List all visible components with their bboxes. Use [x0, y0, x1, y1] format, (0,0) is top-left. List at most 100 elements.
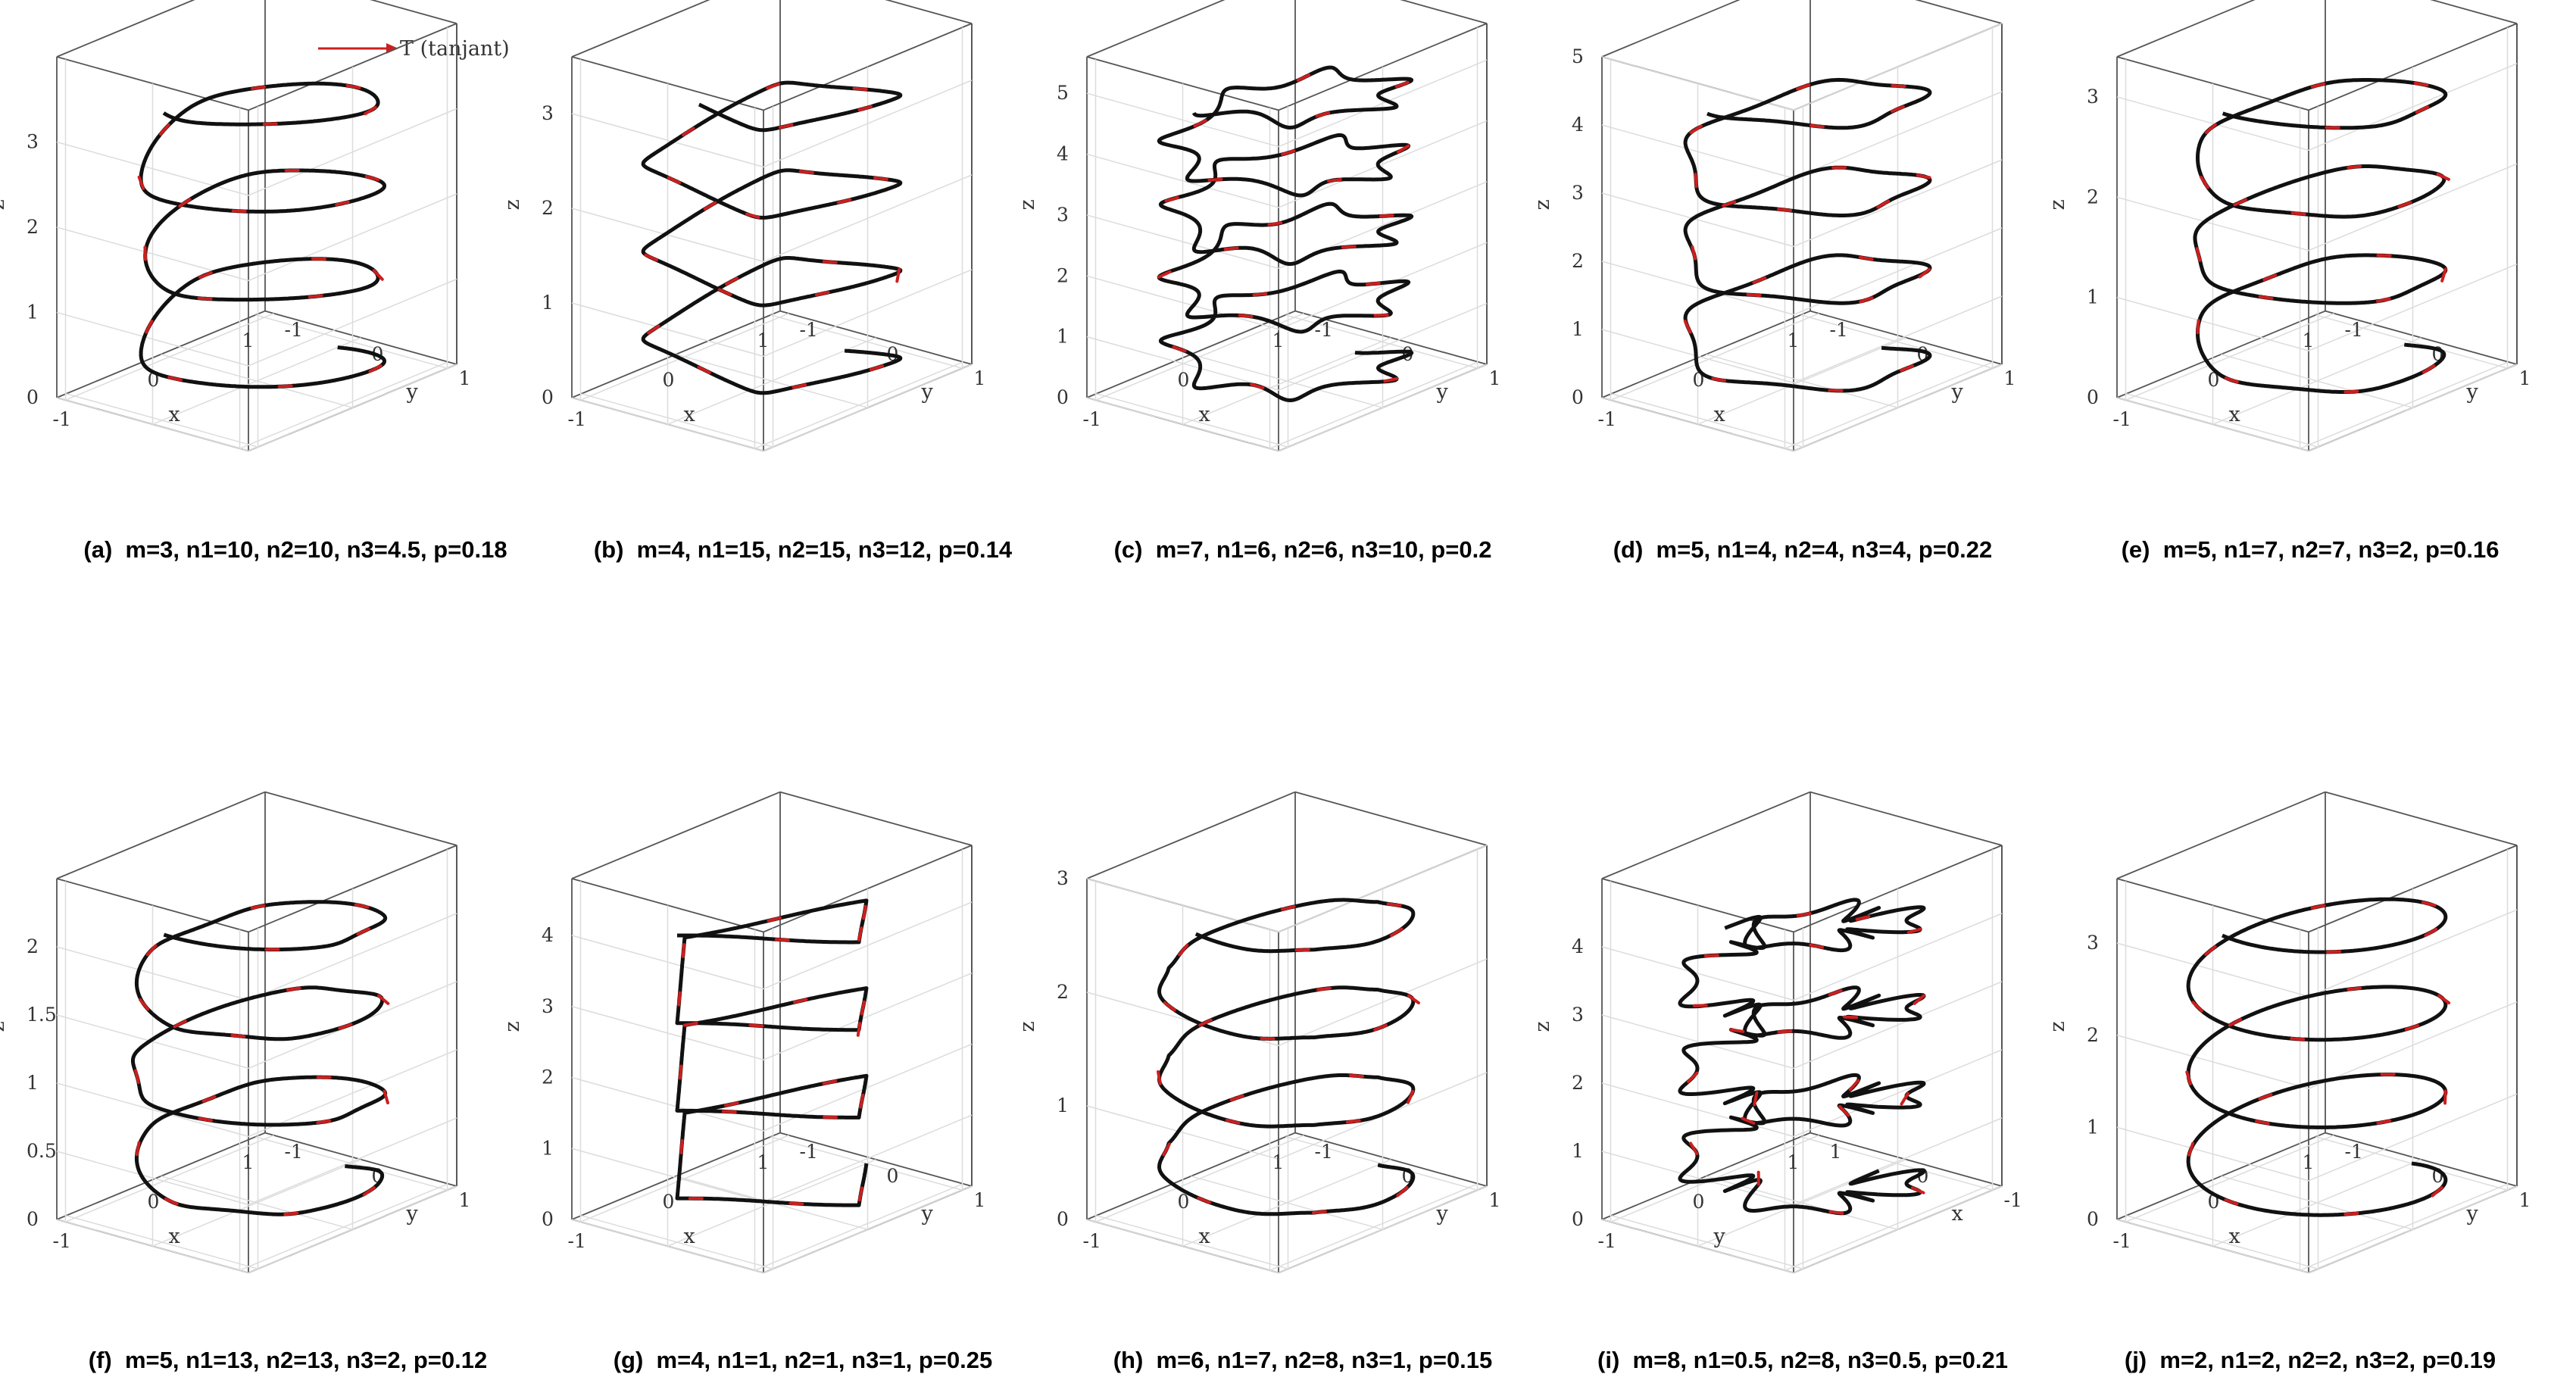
axes-box-edge [2325, 791, 2518, 846]
tangent-vector [283, 1211, 299, 1216]
tangent-vector [1683, 320, 1692, 334]
legend: T (tanjant) [318, 37, 510, 61]
grid-line-y [2212, 1159, 2421, 1247]
tangent-vector [2347, 986, 2362, 991]
x-tick-label: 1 [2303, 1151, 2315, 1173]
tangent-vector [1843, 1015, 1859, 1020]
tangent-vector [139, 998, 150, 1011]
curve-series [139, 81, 386, 389]
tangent-vector [1193, 119, 1207, 128]
tangent-vector [767, 916, 782, 923]
y-tick-label: -1 [1830, 319, 1848, 341]
curve-series [1157, 898, 1416, 1216]
tangent-vector [364, 105, 377, 116]
grid-line-y [2212, 337, 2421, 425]
grid-line-y [152, 1159, 361, 1247]
grid-line-x [2315, 27, 2509, 370]
z-tick-label: 4 [542, 924, 554, 946]
grid-line-z [1601, 1049, 2003, 1138]
tangent-vector [860, 1000, 866, 1016]
x-tick-label: 0 [1178, 1191, 1190, 1213]
tangent-vector [724, 1101, 739, 1107]
tangent-vector [1345, 1119, 1361, 1124]
tangent-vector [2431, 1185, 2443, 1198]
tangent-vector [1855, 915, 1871, 921]
tangent-vector [250, 904, 266, 910]
z-axis-label: z [1016, 1021, 1039, 1032]
z-tick-label: 4 [1572, 114, 1584, 136]
tangent-markers [2195, 81, 2450, 394]
grid-line-z [2116, 1185, 2518, 1274]
tangent-vector [1916, 173, 1931, 180]
tangent-markers [1687, 912, 1926, 1215]
z-tick-label: 4 [1572, 935, 1584, 957]
grid-line-x [66, 106, 259, 448]
tangent-vector [1252, 292, 1268, 297]
z-tick-label: 4 [1057, 143, 1069, 165]
y-tick-label: 1 [459, 367, 471, 389]
tangent-vector [2258, 295, 2274, 300]
tangent-vector [647, 324, 660, 335]
y-tick-label: -1 [800, 319, 818, 341]
tangent-vector [822, 260, 838, 264]
tangent-vector [251, 85, 266, 90]
x-axis-label: x [684, 1225, 695, 1248]
x-tick-label: 0 [663, 369, 675, 391]
grid-line-x [581, 106, 774, 448]
tangent-vector [286, 986, 301, 991]
tangent-vector [2196, 319, 2200, 335]
grid-line-z [1086, 59, 1488, 148]
tangent-vector [857, 1186, 863, 1202]
z-tick-label: 1 [1572, 1140, 1584, 1162]
grid-line-y [239, 361, 448, 449]
z-tick-label: 3 [27, 131, 39, 153]
grid-line-x [770, 27, 963, 370]
grid-line-y [2300, 361, 2509, 449]
grid-line-z [571, 901, 973, 990]
grid-line-z [1086, 181, 1488, 270]
caption-f: (f) m=5, n1=13, n2=13, n3=2, p=0.12 [88, 1347, 488, 1373]
z-tick-label: 2 [1572, 1072, 1584, 1094]
tangent-vector [2437, 994, 2451, 1005]
tangent-vector [1238, 314, 1254, 318]
grid-line-x [1285, 27, 1478, 370]
axes-box-edge [248, 845, 457, 933]
tangent-vector [2187, 1141, 2195, 1157]
tangent-vector [1396, 1186, 1409, 1198]
grid-line-x [1096, 928, 1289, 1270]
grid [1601, 23, 2003, 452]
grid-line-z [1086, 120, 1488, 208]
grid-line-x [1611, 106, 1804, 448]
tangent-vector [2185, 1070, 2192, 1085]
tangent-vector [1858, 255, 1874, 261]
grid-line-z [56, 364, 457, 452]
tangent-vector [2204, 123, 2217, 135]
grid-line-x [1706, 67, 1899, 409]
tangent-vector [198, 1116, 213, 1123]
axes-box-edge [1294, 791, 1488, 846]
y-axis-label: y [406, 380, 419, 404]
tangent-vector [2347, 164, 2362, 170]
grid-line-z [2116, 1093, 2518, 1182]
tangent-vector [1777, 208, 1793, 212]
grid-line-y [1697, 337, 1906, 425]
tangent-vector [1311, 1210, 1327, 1215]
tangent-markers [1157, 73, 1410, 390]
tangent-vector [2376, 254, 2392, 258]
caption-j: (j) m=2, n1=2, n2=2, n3=2, p=0.19 [2124, 1347, 2496, 1373]
grid-line-z [1086, 1185, 1488, 1274]
tangent-vector [1296, 73, 1311, 82]
axes-box-edge [1601, 0, 1741, 58]
z-tick-label: 2 [27, 935, 39, 957]
tangent-vector [382, 1089, 389, 1105]
z-axis-label: z [0, 199, 9, 210]
tangent-vector [316, 1119, 332, 1125]
tangent-vector [2424, 927, 2438, 937]
tangent-vector [335, 200, 350, 207]
z-axis-label: z [2046, 199, 2069, 210]
tangent-vector [678, 1064, 683, 1080]
grid [2116, 849, 2518, 1274]
